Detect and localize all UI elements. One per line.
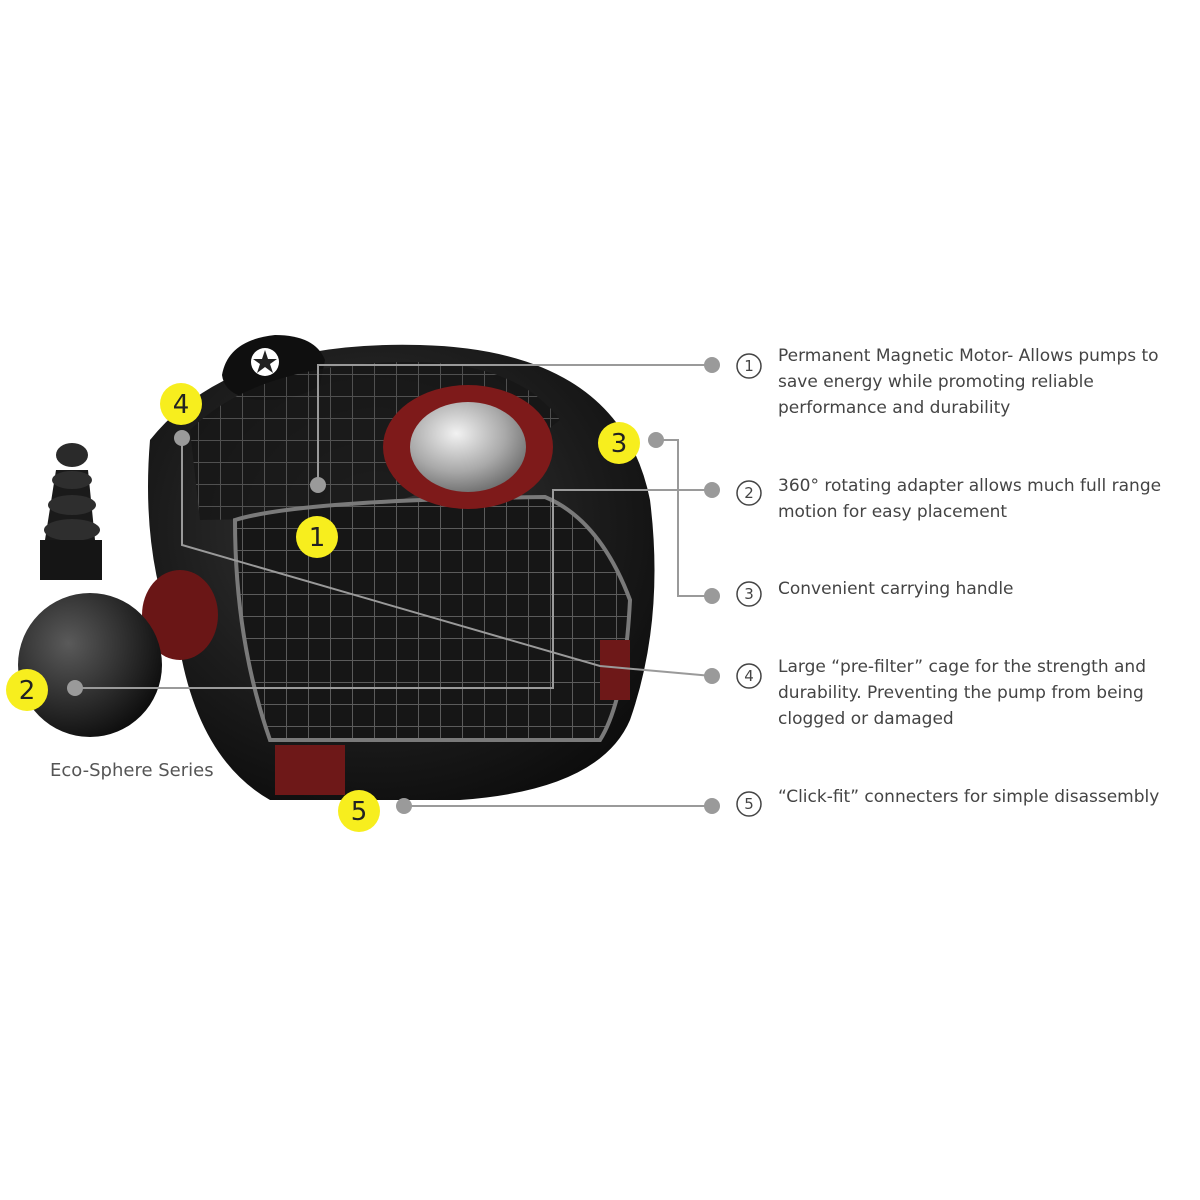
dot-3-start	[648, 432, 664, 448]
marker-2: 2	[6, 669, 48, 711]
marker-5: 5	[338, 790, 380, 832]
svg-text:3: 3	[611, 429, 628, 459]
svg-text:4: 4	[744, 667, 754, 685]
svg-text:1: 1	[309, 523, 326, 553]
circled-1: 1	[736, 353, 762, 379]
dot-1-start	[310, 477, 326, 493]
svg-text:5: 5	[351, 797, 368, 827]
marker-1: 1	[296, 516, 338, 558]
series-label: Eco-Sphere Series	[50, 760, 214, 781]
circled-4: 4	[736, 663, 762, 689]
svg-text:3: 3	[744, 585, 754, 603]
svg-text:2: 2	[19, 676, 36, 706]
dot-1-end	[704, 357, 720, 373]
marker-4: 4	[160, 383, 202, 425]
dot-4-end	[704, 668, 720, 684]
circled-2: 2	[736, 480, 762, 506]
dot-4-start	[174, 430, 190, 446]
caption-4: Large “pre-filter” cage for the strength…	[778, 657, 1146, 729]
leader-lines	[75, 364, 713, 807]
endpoint-dots	[67, 357, 720, 814]
marker-3: 3	[598, 422, 640, 464]
dot-2-start	[67, 680, 83, 696]
dot-3-end	[704, 588, 720, 604]
svg-text:2: 2	[744, 484, 754, 502]
svg-text:4: 4	[173, 390, 190, 420]
circled-3: 3	[736, 581, 762, 607]
caption-2: 360° rotating adapter allows much full r…	[778, 476, 1162, 522]
dot-5-end	[704, 798, 720, 814]
circled-numbers: 1 2 3 4 5	[736, 353, 762, 817]
caption-5: “Click-fit” connecters for simple disass…	[778, 787, 1160, 807]
number-markers: 1 2 3 4 5	[6, 383, 640, 832]
dot-2-end	[704, 482, 720, 498]
pump-body	[18, 335, 655, 800]
svg-text:5: 5	[744, 795, 754, 813]
caption-3: Convenient carrying handle	[778, 579, 1014, 599]
circled-5: 5	[736, 791, 762, 817]
caption-1: Permanent Magnetic Motor- Allows pumps t…	[778, 346, 1159, 418]
svg-text:1: 1	[744, 357, 754, 375]
dot-5-start	[396, 798, 412, 814]
